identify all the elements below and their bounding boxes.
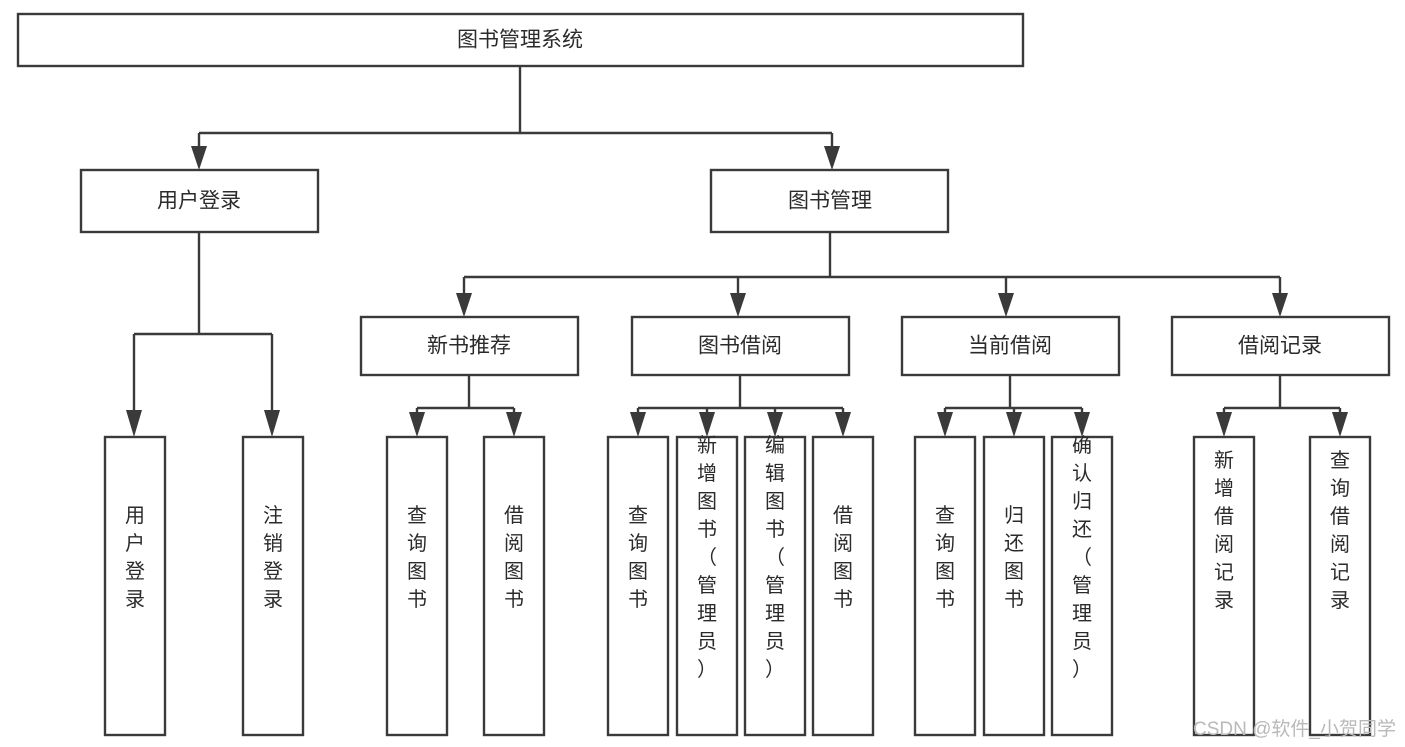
connector-book-manage-to-level3	[456, 232, 1288, 317]
leaf-user-login-1-label: 注销登录	[263, 504, 283, 611]
arrow-head-current-borrow	[998, 293, 1014, 317]
connector-root-to-level2	[191, 66, 840, 170]
leaf-current-2-label: 确认归还（管理员）	[1072, 434, 1092, 681]
arrow-head-leaf-current-1	[1006, 412, 1022, 437]
node-borrow-record[interactable]: 借阅记录	[1170, 315, 1391, 377]
leaf-current-0-label: 查询图书	[935, 504, 955, 611]
leaf-borrow-0-label: 查询图书	[628, 504, 648, 611]
leaf-new-book-1-label: 借阅图书	[504, 504, 524, 611]
node-user-login-label: 用户登录	[157, 190, 241, 213]
leaf-borrow-2-label: 编辑图书（管理员）	[765, 434, 785, 681]
leaf-new-book-1-box[interactable]	[482, 435, 546, 737]
leaf-node[interactable]: 编辑图书（管理员）	[743, 434, 807, 737]
leaf-borrow-1-box[interactable]	[675, 435, 739, 737]
node-root[interactable]: 图书管理系统	[16, 12, 1025, 68]
leaf-node[interactable]: 查询借阅记录	[1308, 435, 1372, 737]
arrow-head-borrow-record	[1272, 293, 1288, 317]
leaf-current-0-box[interactable]	[913, 435, 977, 737]
leaf-node[interactable]: 查询图书	[913, 435, 977, 737]
leaf-node[interactable]: 新增图书（管理员）	[675, 434, 739, 737]
node-book-borrow-label: 图书借阅	[698, 335, 782, 358]
node-new-book-recommend-label: 新书推荐	[427, 335, 511, 358]
leaf-borrow-1-label: 新增图书（管理员）	[697, 434, 717, 681]
leaf-node[interactable]: 归还图书	[982, 435, 1046, 737]
leaf-user-login-1-box[interactable]	[241, 435, 305, 737]
node-current-borrow-box[interactable]	[900, 315, 1121, 377]
node-new-book-recommend-box[interactable]	[359, 315, 580, 377]
arrow-head-new-book	[456, 293, 472, 317]
node-current-borrow[interactable]: 当前借阅	[900, 315, 1121, 377]
node-book-manage-label: 图书管理	[788, 190, 872, 213]
connector-current-borrow-to-leaves	[937, 375, 1090, 437]
leaf-record-0-box[interactable]	[1192, 435, 1256, 737]
connector-new-book-to-leaves	[409, 375, 522, 437]
arrow-head-leaf-borrow-2	[767, 412, 783, 437]
arrow-head-user-login	[191, 146, 207, 170]
node-user-login-box[interactable]	[79, 168, 320, 234]
node-book-borrow-box[interactable]	[630, 315, 851, 377]
leaf-node[interactable]: 用户登录	[103, 435, 167, 737]
arrow-head-leaf-current-0	[937, 412, 953, 437]
arrow-head-leaf-new-book-0	[409, 412, 425, 437]
leaf-node[interactable]: 查询图书	[385, 435, 449, 737]
node-root-box[interactable]	[16, 12, 1025, 68]
node-user-login[interactable]: 用户登录	[79, 168, 320, 234]
node-book-manage-box[interactable]	[709, 168, 950, 234]
connector-book-borrow-to-leaves	[630, 375, 851, 437]
node-borrow-record-label: 借阅记录	[1238, 335, 1322, 358]
node-root-label: 图书管理系统	[457, 29, 583, 52]
node-current-borrow-label: 当前借阅	[968, 335, 1052, 358]
arrow-head-leaf-borrow-1	[699, 412, 715, 437]
leaf-node[interactable]: 新增借阅记录	[1192, 435, 1256, 737]
arrow-head-book-borrow	[730, 293, 746, 317]
leaf-current-1-label: 归还图书	[1004, 504, 1024, 611]
leaf-record-1-box[interactable]	[1308, 435, 1372, 737]
node-book-manage[interactable]: 图书管理	[709, 168, 950, 234]
node-book-borrow[interactable]: 图书借阅	[630, 315, 851, 377]
connector-borrow-record-to-leaves	[1216, 375, 1348, 437]
node-new-book-recommend[interactable]: 新书推荐	[359, 315, 580, 377]
connector-user-login-to-leaves	[126, 232, 280, 437]
leaf-record-1-label: 查询借阅记录	[1330, 449, 1350, 612]
leaf-current-1-box[interactable]	[982, 435, 1046, 737]
leaf-borrow-3-label: 借阅图书	[833, 504, 853, 611]
arrow-head-book-manage	[824, 146, 840, 170]
leaf-new-book-0-box[interactable]	[385, 435, 449, 737]
node-borrow-record-box[interactable]	[1170, 315, 1391, 377]
leaf-new-book-0-label: 查询图书	[407, 504, 427, 611]
leaf-node[interactable]: 借阅图书	[482, 435, 546, 737]
arrow-head-leaf-current-2	[1074, 412, 1090, 437]
leaf-borrow-2-box[interactable]	[743, 435, 807, 737]
leaf-node[interactable]: 确认归还（管理员）	[1050, 434, 1114, 737]
csdn-watermark: CSDN @软件_小贺同学	[1193, 718, 1396, 740]
arrow-head-leaf-record-1	[1332, 412, 1348, 437]
leaf-current-2-box[interactable]	[1050, 435, 1114, 737]
leaf-borrow-0-box[interactable]	[606, 435, 670, 737]
arrow-head-leaf-user-login-1	[264, 410, 280, 437]
arrow-head-leaf-new-book-1	[506, 412, 522, 437]
leaf-record-0-label: 新增借阅记录	[1214, 449, 1234, 612]
leaf-node[interactable]: 查询图书	[606, 435, 670, 737]
leaf-node[interactable]: 注销登录	[241, 435, 305, 737]
arrow-head-leaf-user-login-0	[126, 410, 142, 437]
arrow-head-leaf-borrow-3	[835, 412, 851, 437]
leaf-user-login-0-label: 用户登录	[125, 505, 145, 611]
leaf-node[interactable]: 借阅图书	[811, 435, 875, 737]
arrow-head-leaf-borrow-0	[630, 412, 646, 437]
leaf-user-login-0-box[interactable]	[103, 435, 167, 737]
leaf-borrow-3-box[interactable]	[811, 435, 875, 737]
arrow-head-leaf-record-0	[1216, 412, 1232, 437]
